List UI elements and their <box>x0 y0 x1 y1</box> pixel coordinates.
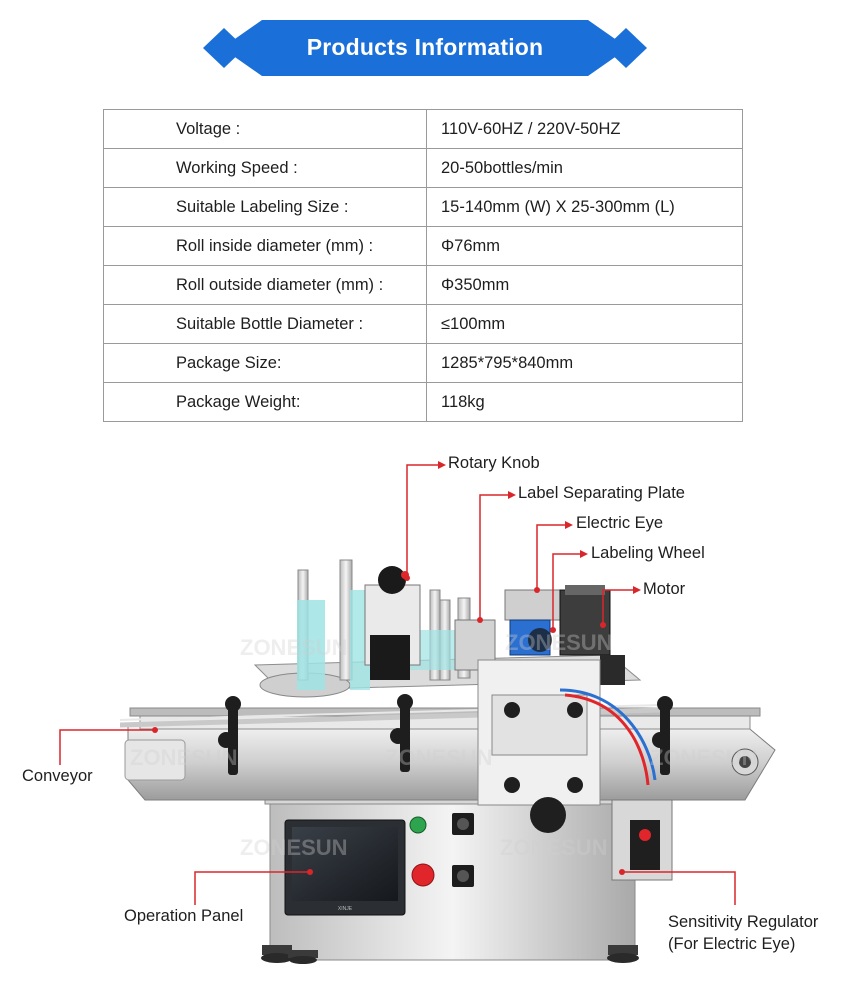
spec-label: Voltage : <box>103 109 427 149</box>
callout-motor: Motor <box>643 580 686 598</box>
table-row: Suitable Bottle Diameter : ≤100mm <box>103 304 743 344</box>
svg-text:ZONESUN: ZONESUN <box>240 635 348 660</box>
callout-lines <box>59 464 736 905</box>
spec-label: Roll inside diameter (mm) : <box>103 226 427 266</box>
table-row: Roll inside diameter (mm) : Φ76mm <box>103 226 743 266</box>
callout-sensitivity-regulator-note: (For Electric Eye) <box>668 935 796 953</box>
callout-sensitivity-regulator: Sensitivity Regulator <box>668 913 819 931</box>
svg-text:ZONESUN: ZONESUN <box>240 835 348 860</box>
spec-label: Package Size: <box>103 343 427 383</box>
spec-label: Package Weight: <box>103 382 427 422</box>
callout-electric-eye: Electric Eye <box>576 514 664 532</box>
spec-label: Working Speed : <box>103 148 427 188</box>
svg-text:ZONESUN: ZONESUN <box>130 745 238 770</box>
spec-table: Voltage : 110V-60HZ / 220V-50HZ Working … <box>103 109 743 422</box>
table-row: Voltage : 110V-60HZ / 220V-50HZ <box>103 109 743 149</box>
banner-shape <box>203 20 647 76</box>
spec-value: ≤100mm <box>426 304 743 344</box>
spec-value: 110V-60HZ / 220V-50HZ <box>426 109 743 149</box>
table-row: Package Size: 1285*795*840mm <box>103 343 743 383</box>
foot <box>262 945 292 955</box>
spec-label: Suitable Bottle Diameter : <box>103 304 427 344</box>
banner-main-shape <box>222 20 628 76</box>
spec-value: Φ350mm <box>426 265 743 305</box>
svg-text:ZONESUN: ZONESUN <box>385 745 493 770</box>
callout-labeling-wheel: Labeling Wheel <box>591 544 705 562</box>
spec-value: 118kg <box>426 382 743 422</box>
callout-conveyor: Conveyor <box>22 767 93 785</box>
section-banner: Products Information <box>0 0 850 96</box>
spec-value: Φ76mm <box>426 226 743 266</box>
start-button <box>409 816 427 834</box>
foot <box>608 945 638 955</box>
svg-text:XINJE: XINJE <box>338 906 353 912</box>
table-row: Working Speed : 20-50bottles/min <box>103 148 743 188</box>
table-row: Roll outside diameter (mm) : Φ350mm <box>103 265 743 305</box>
table-row: Suitable Labeling Size : 15-140mm (W) X … <box>103 187 743 227</box>
labeling-machine-drawing: XINJE <box>59 461 776 964</box>
svg-text:ZONESUN: ZONESUN <box>505 630 613 655</box>
height-adjust-knob <box>530 797 566 833</box>
spec-value: 15-140mm (W) X 25-300mm (L) <box>426 187 743 227</box>
spec-label: Suitable Labeling Size : <box>103 187 427 227</box>
stop-button <box>411 863 435 887</box>
spec-value: 20-50bottles/min <box>426 148 743 188</box>
svg-text:ZONESUN: ZONESUN <box>650 745 758 770</box>
guide-clamps <box>218 694 673 775</box>
banner-title: Products Information <box>306 34 544 60</box>
callout-rotary-knob: Rotary Knob <box>448 454 540 472</box>
machine-illustration: XINJE <box>0 440 850 1001</box>
rotary-knob <box>378 566 406 594</box>
table-row: Package Weight: 118kg <box>103 382 743 422</box>
spec-label: Roll outside diameter (mm) : <box>103 265 427 305</box>
spec-value: 1285*795*840mm <box>426 343 743 383</box>
callout-operation-panel: Operation Panel <box>124 907 244 925</box>
callout-label-separating-plate: Label Separating Plate <box>518 484 685 502</box>
svg-text:ZONESUN: ZONESUN <box>500 835 608 860</box>
